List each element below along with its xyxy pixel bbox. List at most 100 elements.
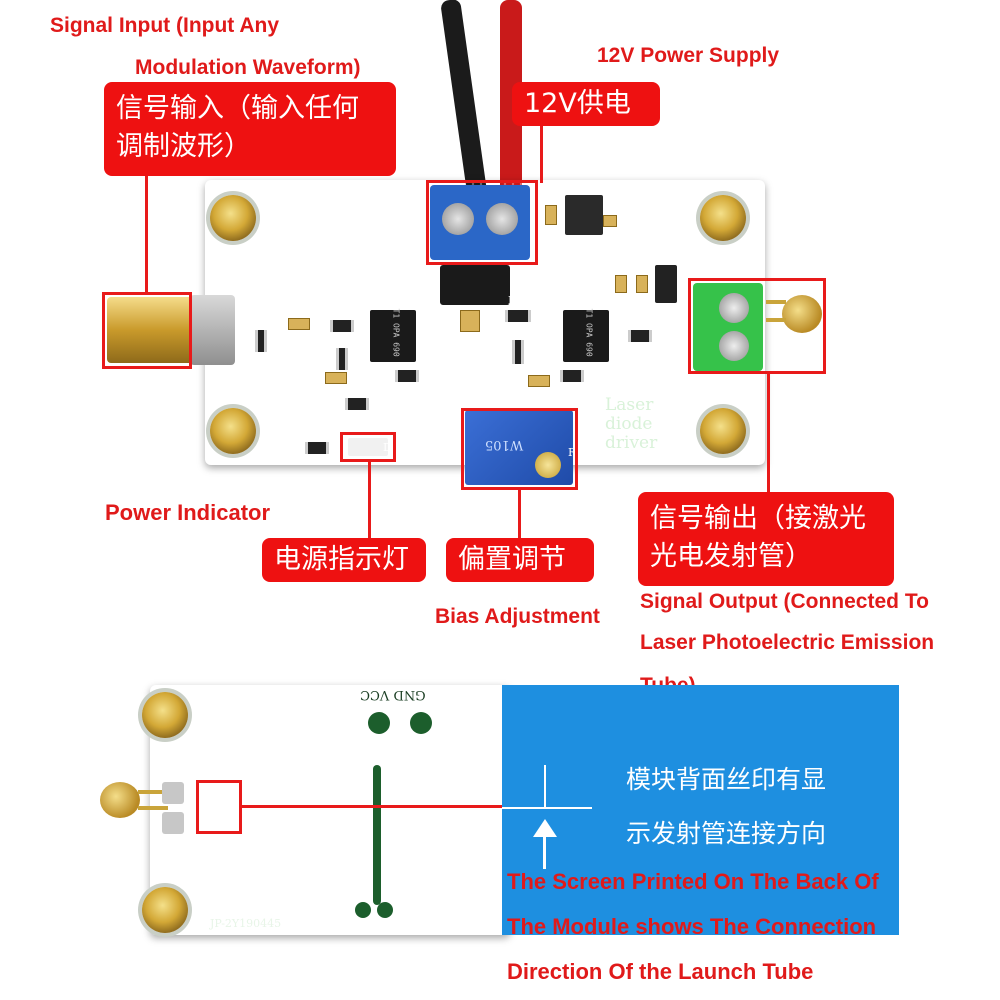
back-note-en-line2: The Module shows The Connection [507,914,877,939]
silk-r4: R4 [256,305,272,318]
adjust-screw-icon [535,452,561,478]
silk-c7: C7 [508,377,524,390]
screw-icon [719,331,749,361]
diode-symbol-icon: 本 [204,789,234,824]
regulator [565,195,603,235]
resistor [330,320,354,332]
silk-serial: JP-2Y190445 [210,917,282,930]
silk-r7: R7 [304,347,320,360]
solder-pad [162,812,184,834]
capacitor [528,375,550,387]
resistor [336,348,348,370]
silk-r10: R10 [632,315,655,328]
laser-diode [782,295,822,333]
silk-r1: R1 [288,441,304,454]
resistor [505,310,531,322]
back-note-en-line1: The Screen Printed On The Back Of [507,869,879,894]
silk-title-driver: driver [605,433,658,453]
signal-input-cn-label: 信号输入（输入任何 调制波形） [104,82,396,176]
mounting-hole [210,408,256,454]
signal-output-en-line1: Signal Output (Connected To [640,590,929,613]
silk-r8: R8 [425,369,441,382]
silk-r5: R5 [336,305,352,318]
mounting-hole [142,887,188,933]
silk-r13: R13 [568,385,591,398]
laser-diode-leads [766,318,786,322]
black-wire [440,0,488,200]
power-supply-en: 12V Power Supply [597,44,780,67]
capacitor [545,205,557,225]
pcb-back [150,685,510,935]
inductor [655,265,677,303]
sma-base [190,295,235,365]
front-photo: T1 OPA 690 T1 OPA 690 W105 U1 U2 R4 C8 R… [50,0,894,586]
power-supply-cn-label: 12V供电 [512,82,660,126]
signal-output-cn-label: 信号输出（接激光 光电发射管） [638,492,894,586]
trimmer-potentiometer: W105 [465,410,573,485]
silk-u2: U2 [568,296,585,309]
silk-gnd-vcc: GND VCC [360,687,426,702]
bias-en: Bias Adjustment [435,605,600,628]
highlight-power-terminal [426,180,538,265]
silk-d2: D2 [545,187,561,200]
resistor [512,340,524,364]
capacitor [288,318,310,330]
silk-d1: D1 [383,441,399,454]
solder-pad [162,782,184,804]
mounting-hole [700,195,746,241]
crosshair-horizontal [502,807,592,809]
callout-line [145,175,148,293]
silk-title-laser: Laser [605,395,654,415]
bias-cn-label: 偏置调节 [446,538,594,582]
silk-c2: C2 [606,195,622,208]
signal-input-en-line1: Signal Input (Input Any [50,14,280,37]
sma-connector [107,297,202,363]
diode-symbol-highlight [196,780,242,834]
resistor [560,370,584,382]
screw-icon [719,293,749,323]
crosshair-vertical [544,765,546,809]
mounting-hole [700,408,746,454]
back-note-panel: 模块背面丝印有显 示发射管连接方向 [502,685,899,935]
silk-c8: C8 [291,305,307,318]
output-terminal-block [693,283,763,371]
silk-l2: L2 [660,254,675,267]
laser-diode-back [100,782,140,818]
screw-icon [442,203,474,235]
back-trace [373,765,381,905]
power-indicator-en: Power Indicator [105,500,271,525]
back-note-cn-line1: 模块背面丝印有显 [626,765,827,794]
silk-offset: offset [404,422,455,443]
signal-output-en-line2: Laser Photoelectric Emission [640,631,935,654]
red-wire [500,0,522,200]
silk-title-diode: diode [605,414,653,434]
arrow-shaft [543,835,546,869]
callout-line [368,462,371,538]
led-d1 [348,438,388,456]
power-terminal-block [430,185,530,260]
callout-line [242,805,504,808]
silk-c3: C3 [302,371,318,384]
up-arrow-icon [532,819,558,869]
silk-c1: C1 [398,279,414,292]
silk-r12: R12 [508,294,531,307]
mounting-hole [210,195,256,241]
highlight-output [688,278,826,374]
via-pair [355,902,371,918]
screw-icon [486,203,518,235]
capacitor [615,275,627,293]
via-vcc [410,712,432,734]
capacitor [636,275,648,293]
power-indicator-cn-label: 电源指示灯 [262,538,426,582]
opamp-u2: T1 OPA 690 [563,309,609,362]
callout-line [767,372,770,492]
resistor [628,330,652,342]
via-pair [377,902,393,918]
highlight-sma [102,292,192,369]
via-gnd [368,712,390,734]
mounting-hole [142,692,188,738]
resistor [395,370,419,382]
capacitor [603,215,617,227]
silk-c6: C6 [640,259,656,272]
opamp-u1: T1 OPA 690 [370,309,416,362]
